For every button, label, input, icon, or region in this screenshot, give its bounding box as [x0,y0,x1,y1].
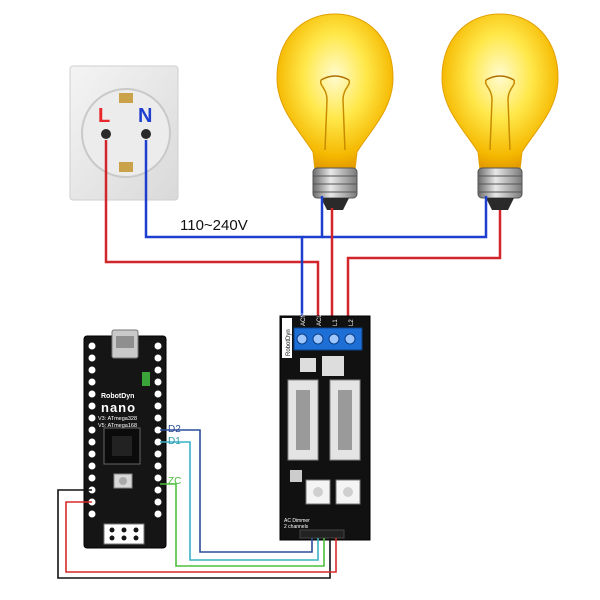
socket-live-label: L [98,105,110,127]
dimmer-terminal-acn: ACN [301,313,307,326]
mains-wires [104,140,502,318]
dimmer-footer-line2: 2 channels [284,524,309,530]
light-bulb-icon [276,13,394,210]
pin-label-zc: ZC [168,476,181,487]
dimmer-side-label: RobotDyn [286,329,292,356]
dimmer-terminal-l2: L2 [349,319,355,326]
power-socket-icon [69,65,179,201]
light-bulb-icon [441,13,559,210]
pin-label-d1: D1 [168,436,181,447]
socket-neutral-label: N [138,105,152,127]
signal-wires [57,429,337,579]
pin-label-d2: D2 [168,424,181,435]
dimmer-terminal-acl: ACL [317,314,323,326]
arduino-variant-v5: V5: ATmega168 [98,423,137,429]
arduino-variant-v3: V3: ATmega328 [98,416,137,422]
arduino-nano-board [83,329,167,549]
mains-voltage-label: 110~240V [180,217,248,234]
dimmer-terminal-l1: L1 [333,319,339,326]
ac-dimmer-module [279,315,371,541]
arduino-brand: RobotDyn [101,393,134,400]
arduino-model: nano [101,400,136,415]
dimmer-footer-line1: AC Dimmer [284,518,310,524]
